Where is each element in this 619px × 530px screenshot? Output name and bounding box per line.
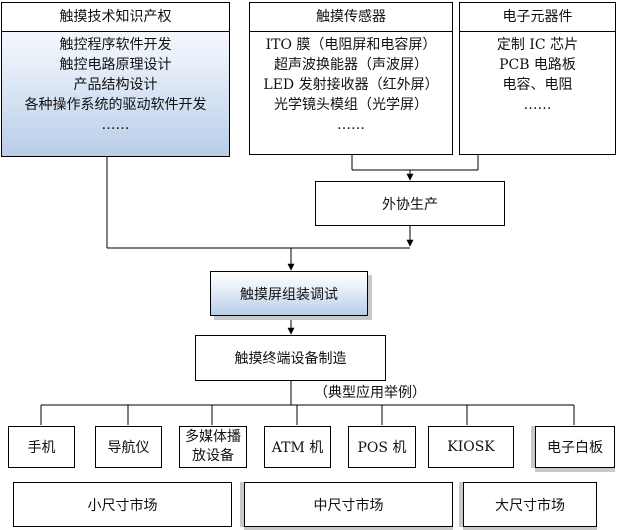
component-item: 电容、电阻 (502, 77, 573, 93)
app-navigator: 导航仪 (95, 426, 162, 468)
market-small: 小尺寸市场 (13, 482, 232, 527)
ip-box-title: 触摸技术知识产权 (2, 3, 229, 32)
ip-item: 触控程序软件开发 (59, 37, 172, 53)
sensor-item: …… (337, 117, 365, 133)
component-box-items: 定制 IC 芯片 PCB 电路板 电容、电阻 …… (460, 32, 615, 115)
component-item: 定制 IC 芯片 (496, 37, 579, 53)
sensor-box: 触摸传感器 ITO 膜（电阻屏和电容屏） 超声波换能器（声波屏） LED 发射接… (249, 2, 453, 155)
ip-box-items: 触控程序软件开发 触控电路原理设计 产品结构设计 各种操作系统的驱动软件开发 …… (2, 32, 229, 135)
market-large: 大尺寸市场 (463, 482, 597, 527)
typical-apps-label: （典型应用举例） (314, 385, 426, 401)
sensor-box-title: 触摸传感器 (250, 3, 452, 32)
sensor-item: 超声波换能器（声波屏） (274, 57, 428, 73)
assembly-box: 触摸屏组装调试 (210, 271, 368, 316)
manufacturing-box: 触摸终端设备制造 (195, 335, 386, 381)
component-box: 电子元器件 定制 IC 芯片 PCB 电路板 电容、电阻 …… (459, 2, 616, 155)
outsource-box: 外协生产 (315, 181, 505, 226)
sensor-item: ITO 膜（电阻屏和电容屏） (265, 37, 437, 53)
app-multimedia-label: 多媒体播放设备 (185, 429, 241, 464)
ip-item: …… (101, 117, 130, 133)
ip-item: 触控电路原理设计 (59, 57, 172, 73)
component-box-title: 电子元器件 (460, 3, 615, 32)
sensor-item: LED 发射接收器（红外屏） (263, 77, 439, 93)
ip-box: 触摸技术知识产权 触控程序软件开发 触控电路原理设计 产品结构设计 各种操作系统… (1, 2, 230, 157)
app-atm: ATM 机 (264, 426, 331, 468)
app-pos: POS 机 (348, 426, 416, 468)
ip-item: 各种操作系统的驱动软件开发 (24, 97, 207, 113)
ip-item: 产品结构设计 (73, 77, 158, 93)
component-item: PCB 电路板 (499, 57, 576, 73)
market-medium: 中尺寸市场 (244, 482, 453, 527)
app-phone: 手机 (8, 426, 75, 468)
app-multimedia: 多媒体播放设备 (179, 426, 247, 468)
sensor-box-items: ITO 膜（电阻屏和电容屏） 超声波换能器（声波屏） LED 发射接收器（红外屏… (250, 32, 452, 135)
sensor-item: 光学镜头模组（光学屏） (274, 97, 428, 113)
component-item: …… (523, 97, 552, 113)
app-whiteboard: 电子白板 (535, 426, 615, 468)
app-kiosk: KIOSK (428, 426, 514, 468)
